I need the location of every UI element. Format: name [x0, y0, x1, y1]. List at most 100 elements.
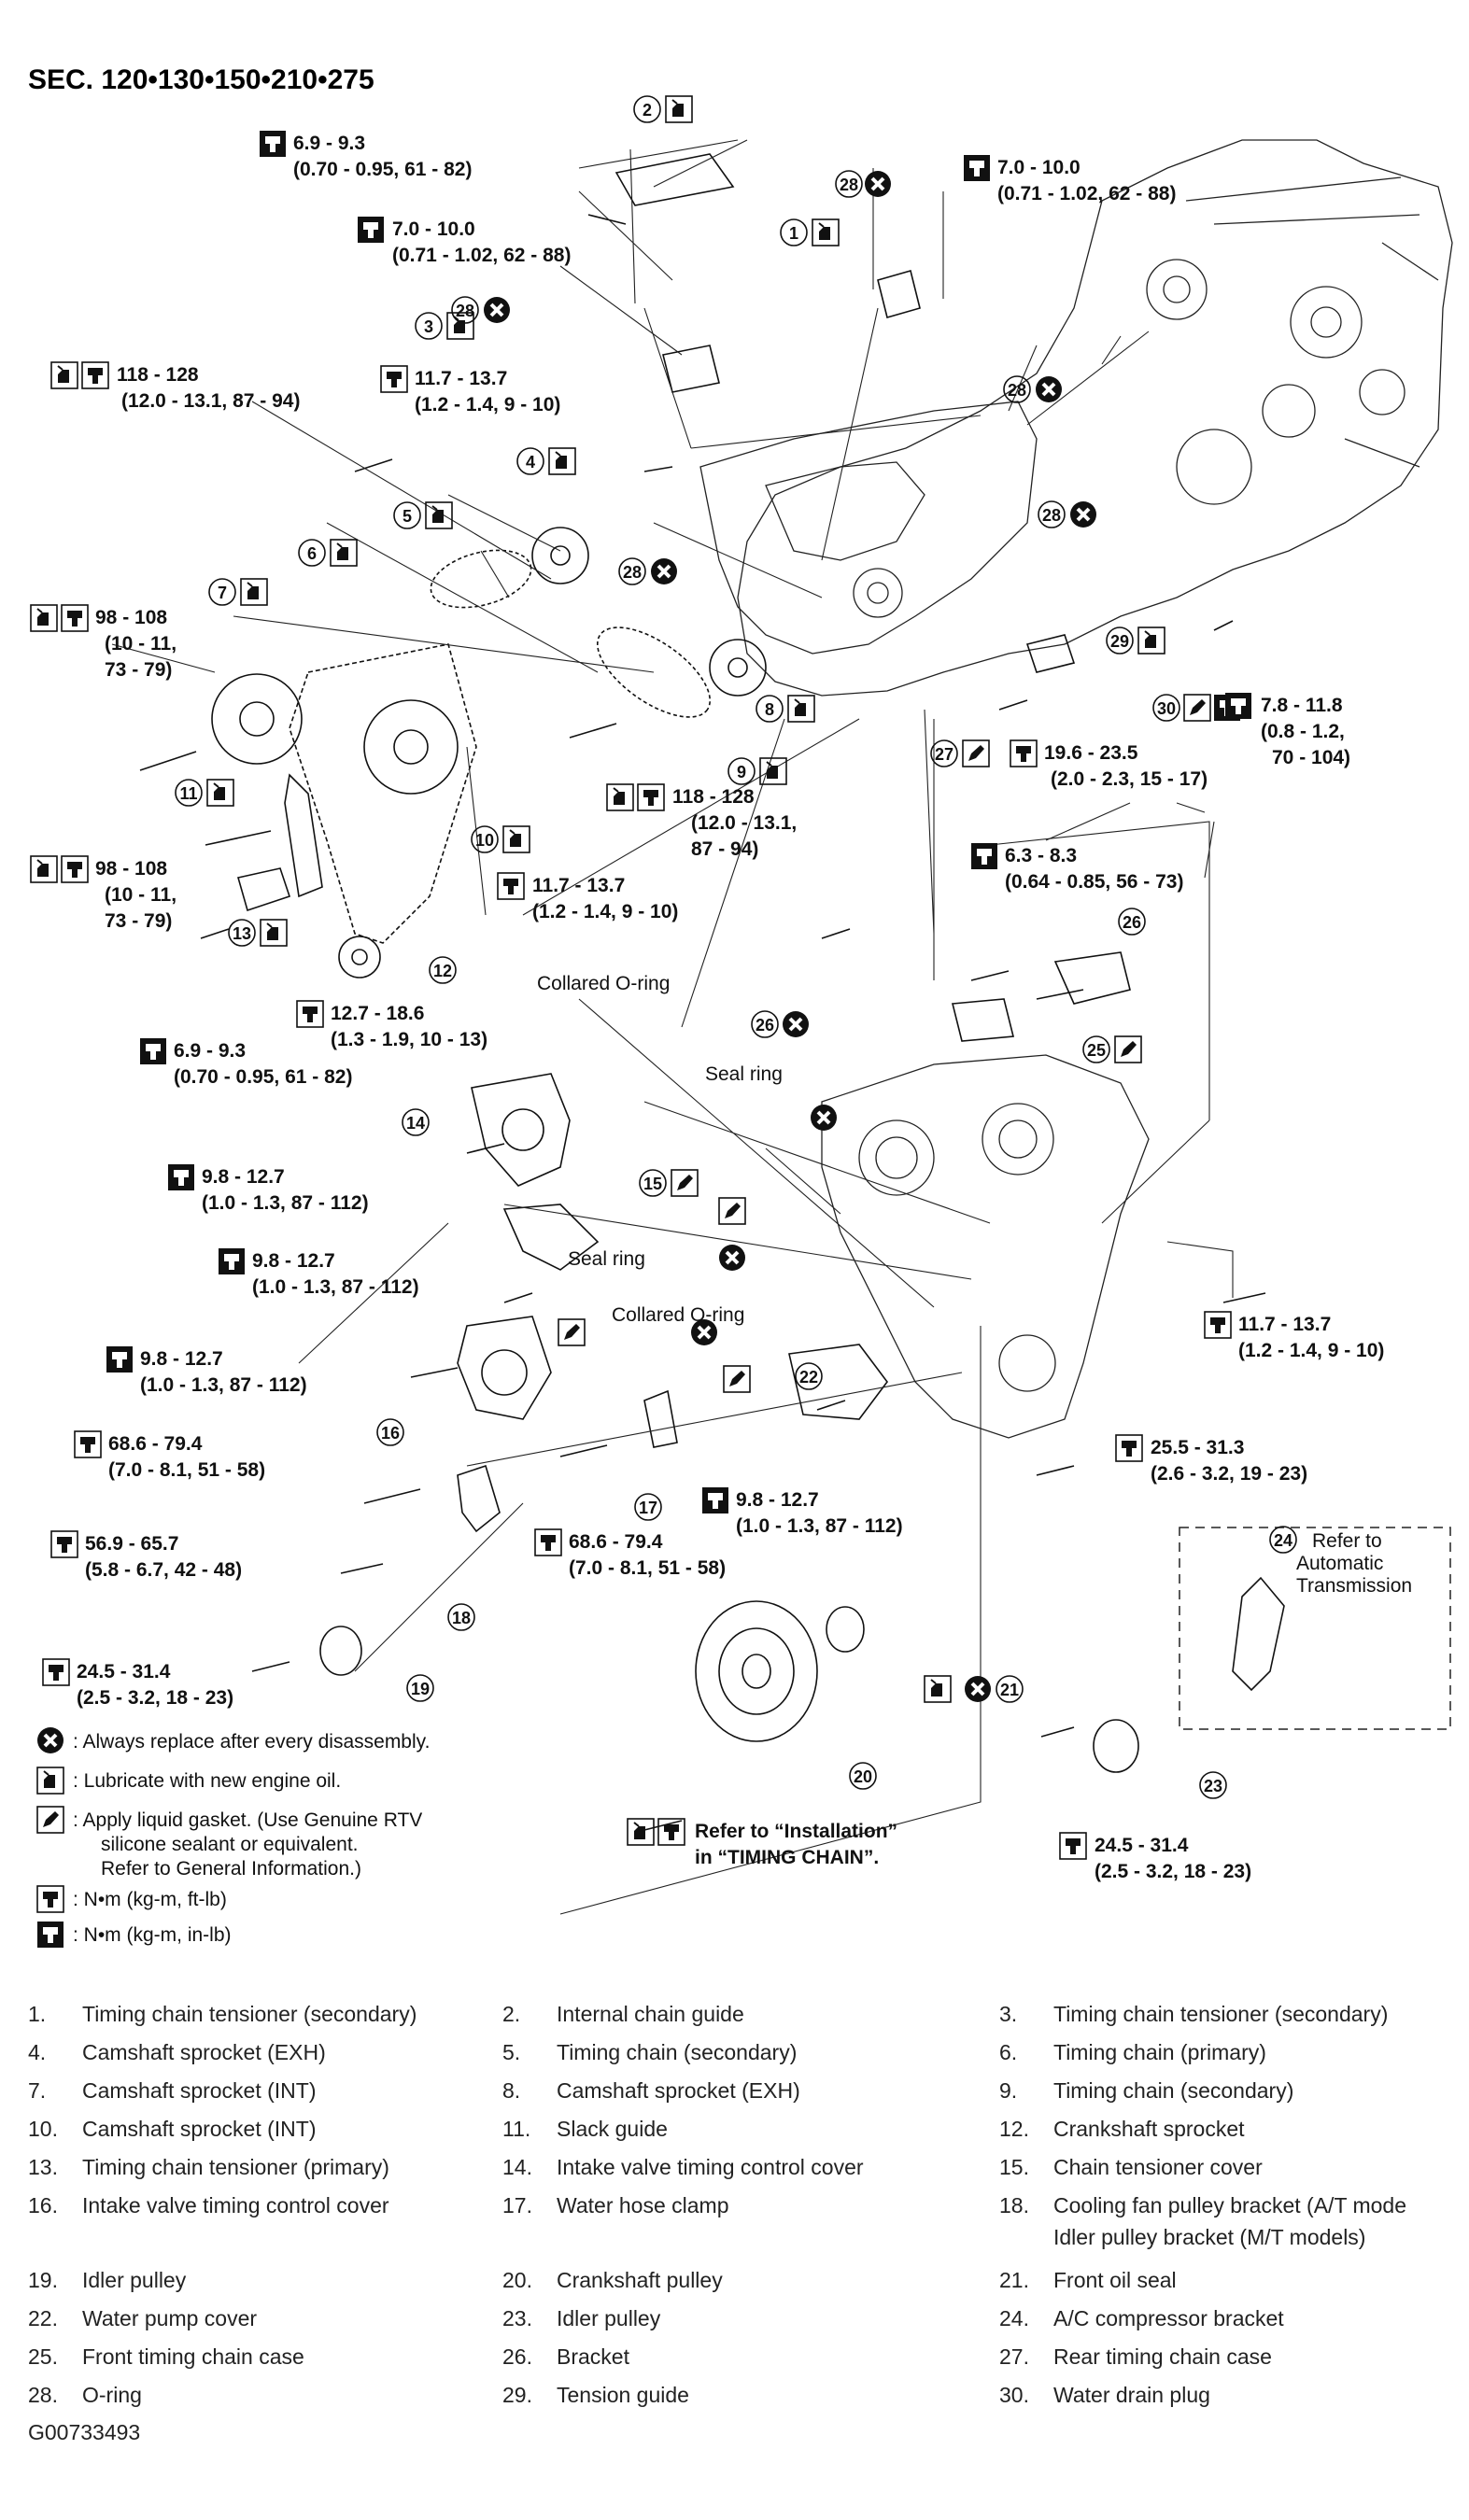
torque-label: 9.8 - 12.7(1.0 - 1.3, 87 - 112)	[106, 1346, 307, 1396]
svg-text:(10 - 11,: (10 - 11,	[105, 884, 177, 906]
leader-lines	[111, 139, 1234, 1915]
torque-label: 6.9 - 9.3 (0.70 - 0.95, 61 - 82)	[140, 1038, 352, 1088]
list-item: 26.Bracket	[502, 2344, 629, 2369]
torque-label: 9.8 - 12.7 (1.0 - 1.3, 87 - 112)	[702, 1487, 903, 1537]
svg-text:22: 22	[799, 1368, 818, 1387]
svg-text:Seal ring: Seal ring	[568, 1248, 645, 1270]
svg-text:118 - 128: 118 - 128	[117, 364, 199, 386]
svg-text:(5.8 - 6.7, 42 - 48): (5.8 - 6.7, 42 - 48)	[85, 1559, 242, 1581]
torque-label: 98 - 108(10 - 11,73 - 79)	[30, 855, 177, 932]
list-item: 11.Slack guide	[502, 2117, 668, 2141]
torque-label: 7.0 - 10.0(0.71 - 1.02, 62 - 88)	[964, 155, 1176, 204]
svg-text:Seal ring: Seal ring	[705, 1063, 783, 1085]
list-item: 16.Intake valve timing control cover	[28, 2193, 389, 2217]
list-item: 4.Camshaft sprocket (EXH)	[28, 2040, 326, 2064]
svg-text:6.9 - 9.3: 6.9 - 9.3	[174, 1040, 246, 1062]
list-item: 20.Crankshaft pulley	[502, 2268, 723, 2292]
svg-text:19.6 - 23.5: 19.6 - 23.5	[1044, 742, 1138, 764]
svg-text:(1.3 - 1.9, 10 - 13): (1.3 - 1.9, 10 - 13)	[331, 1029, 487, 1050]
list-item: 25.Front timing chain case	[28, 2344, 304, 2369]
svg-text:1: 1	[789, 224, 798, 243]
svg-text:18: 18	[452, 1609, 471, 1627]
refer-box	[1179, 1527, 1451, 1730]
svg-text:7: 7	[218, 584, 227, 602]
list-item: 13.Timing chain tensioner (primary)	[28, 2155, 389, 2179]
torque-label: 11.7 - 13.7 (1.2 - 1.4, 9 - 10)	[497, 872, 678, 922]
svg-text:: N•m (kg-m, ft-lb): : N•m (kg-m, ft-lb)	[73, 1889, 227, 1910]
svg-text:7.0 - 10.0: 7.0 - 10.0	[997, 157, 1081, 178]
svg-text:12: 12	[433, 962, 452, 980]
svg-text:73 - 79): 73 - 79)	[105, 659, 172, 681]
timing-chains	[289, 549, 712, 944]
text-callouts: Collared O-ring Seal ring Seal ring Coll…	[537, 973, 1412, 1868]
torque-label: 11.7 - 13.7(1.2 - 1.4, 9 - 10)	[1204, 1311, 1384, 1361]
svg-text:98 - 108: 98 - 108	[95, 858, 167, 880]
svg-text:(10 - 11,: (10 - 11,	[105, 633, 177, 655]
list-item: 6.Timing chain (primary)	[999, 2040, 1266, 2064]
bolts	[139, 214, 1266, 1831]
list-item: 22.Water pump cover	[28, 2306, 258, 2330]
list-item: 8.Camshaft sprocket (EXH)	[502, 2078, 800, 2103]
svg-text:(2.5 - 3.2, 18 - 23): (2.5 - 3.2, 18 - 23)	[1095, 1861, 1251, 1882]
svg-text:7.0 - 10.0: 7.0 - 10.0	[392, 218, 475, 240]
svg-text:Refer to General Information.): Refer to General Information.)	[101, 1858, 361, 1879]
svg-text:(1.0 - 1.3, 87 - 112): (1.0 - 1.3, 87 - 112)	[736, 1515, 903, 1537]
torque-label: 19.6 - 23.5(2.0 - 2.3, 15 - 17)	[1010, 739, 1208, 790]
list-item: 21.Front oil seal	[999, 2268, 1177, 2292]
svg-text:9.8 - 12.7: 9.8 - 12.7	[202, 1166, 285, 1188]
svg-text:30: 30	[1157, 699, 1176, 718]
svg-text:27: 27	[935, 745, 953, 764]
list-item: 10.Camshaft sprocket (INT)	[28, 2117, 317, 2141]
svg-text:(1.2 - 1.4, 9 - 10): (1.2 - 1.4, 9 - 10)	[1238, 1340, 1384, 1361]
svg-text:25: 25	[1087, 1041, 1106, 1060]
svg-text:11: 11	[179, 784, 197, 803]
svg-text:6.3 - 8.3: 6.3 - 8.3	[1005, 845, 1077, 866]
svg-text:Transmission: Transmission	[1296, 1575, 1412, 1597]
svg-text:(0.64 - 0.85, 56 - 73): (0.64 - 0.85, 56 - 73)	[1005, 871, 1183, 893]
svg-text:11.7 - 13.7: 11.7 - 13.7	[532, 875, 625, 896]
torque-label: 24.5 - 31.4(2.5 - 3.2, 18 - 23)	[1059, 1832, 1251, 1882]
list-item: 19.Idler pulley	[28, 2268, 187, 2292]
list-item: 27.Rear timing chain case	[999, 2344, 1272, 2369]
exploded-diagram: SEC. 120•130•150•210•275	[28, 64, 1453, 1948]
torque-label: 9.8 - 12.7(1.0 - 1.3, 87 - 112)	[219, 1248, 419, 1298]
svg-text:16: 16	[381, 1424, 400, 1443]
list-item: 24.A/C compressor bracket	[999, 2306, 1284, 2330]
svg-text:23: 23	[1204, 1777, 1222, 1795]
svg-text:9: 9	[737, 763, 746, 781]
svg-text:(1.0 - 1.3, 87 - 112): (1.0 - 1.3, 87 - 112)	[252, 1276, 419, 1298]
list-item: 30.Water drain plug	[999, 2383, 1210, 2407]
svg-text:9.8 - 12.7: 9.8 - 12.7	[140, 1348, 223, 1370]
svg-text:21: 21	[1000, 1681, 1019, 1699]
svg-text:14: 14	[406, 1114, 425, 1133]
torque-label: 6.3 - 8.3 (0.64 - 0.85, 56 - 73)	[971, 843, 1183, 893]
list-item: 15.Chain tensioner cover	[999, 2155, 1263, 2179]
svg-text:(0.70 - 0.95, 61 - 82): (0.70 - 0.95, 61 - 82)	[174, 1066, 352, 1088]
torque-label: 68.6 - 79.4(7.0 - 8.1, 51 - 58)	[534, 1528, 726, 1579]
svg-text:24.5 - 31.4: 24.5 - 31.4	[77, 1661, 171, 1682]
svg-text:17: 17	[639, 1499, 657, 1517]
svg-text:(1.2 - 1.4, 9 - 10): (1.2 - 1.4, 9 - 10)	[532, 901, 678, 922]
pulleys	[319, 1389, 1285, 1773]
svg-text:(2.5 - 3.2, 18 - 23): (2.5 - 3.2, 18 - 23)	[77, 1687, 233, 1709]
torque-label: 24.5 - 31.4 (2.5 - 3.2, 18 - 23)	[42, 1658, 233, 1709]
svg-text:10: 10	[475, 831, 494, 850]
svg-text:9.8 - 12.7: 9.8 - 12.7	[736, 1489, 819, 1511]
torque-label: 98 - 108 (10 - 11, 73 - 79)	[30, 604, 177, 681]
svg-text:87 - 94): 87 - 94)	[691, 838, 758, 860]
torque-label: 11.7 - 13.7(1.2 - 1.4, 9 - 10)	[380, 365, 560, 415]
svg-text:98 - 108: 98 - 108	[95, 607, 167, 628]
list-item: 1.Timing chain tensioner (secondary)	[28, 2002, 417, 2026]
svg-text:Automatic: Automatic	[1296, 1553, 1383, 1574]
svg-text:28: 28	[623, 563, 642, 582]
rear-timing-chain-case	[699, 401, 1038, 655]
list-item: 9.Timing chain (secondary)	[999, 2078, 1294, 2103]
svg-text:68.6 - 79.4: 68.6 - 79.4	[569, 1531, 663, 1553]
list-item: 17.Water hose clamp	[502, 2193, 729, 2217]
list-item: 28.O-ring	[28, 2383, 142, 2407]
symbol-legend: : Always replace after every disassembly…	[35, 1725, 430, 1948]
svg-text:(12.0 - 13.1,: (12.0 - 13.1,	[691, 812, 797, 834]
torque-label: 68.6 - 79.4(7.0 - 8.1, 51 - 58)	[74, 1430, 265, 1481]
list-item: 7.Camshaft sprocket (INT)	[28, 2078, 317, 2103]
svg-text:15: 15	[643, 1175, 662, 1193]
